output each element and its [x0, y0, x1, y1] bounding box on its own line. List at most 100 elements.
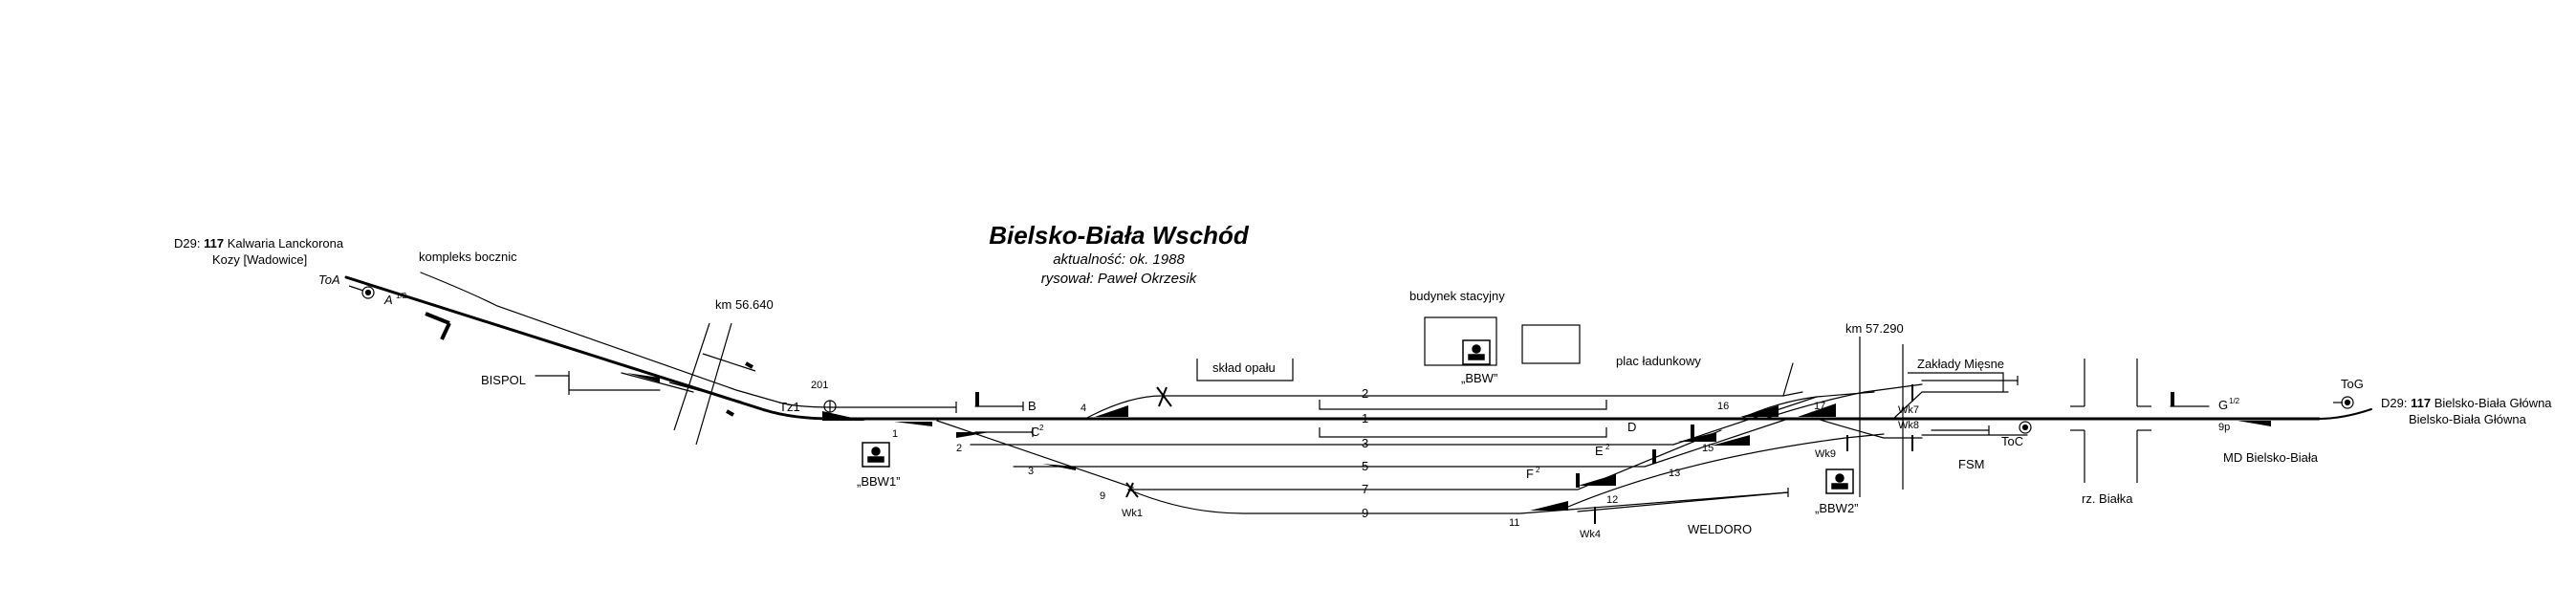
track-4-stop [1156, 386, 1172, 407]
signal-posts [425, 312, 2174, 488]
switch-mark-1 [894, 422, 932, 426]
km-left-road-4 [668, 381, 742, 403]
a-label: A [383, 293, 393, 307]
structures [668, 316, 2151, 497]
track-7-label: 7 [1362, 482, 1368, 496]
plac-label: plac ładunkowy [1616, 354, 1701, 368]
target-symbols [348, 285, 2354, 434]
switch-mark-11 [1530, 501, 1568, 511]
line-left-dest2: Kozy [Wadowice] [212, 252, 307, 267]
switch-2: 2 [956, 443, 962, 454]
switch-9: 9 [1100, 490, 1105, 502]
main-line-left [344, 275, 767, 412]
track-2-label: 2 [1362, 386, 1368, 401]
switch-201: 201 [811, 380, 828, 391]
signal-f-sup: 2 [1536, 466, 1540, 474]
diag-down [936, 420, 1134, 489]
zaklady-bracket [1908, 372, 2004, 392]
tz1-label: Tz1 [779, 400, 800, 414]
switch-mark-17 [1798, 403, 1836, 417]
wk9-label: Wk9 [1815, 448, 1836, 460]
switch-mark-13 [1678, 432, 1716, 442]
toc-label: ToC [2001, 434, 2023, 448]
track-9-label: 9 [1362, 506, 1368, 520]
switch-mark-12 [1578, 474, 1616, 486]
switch-mark-15 [1712, 435, 1750, 446]
wk7-label: Wk7 [1898, 404, 1919, 416]
text-labels: D29: 117 Kalwaria Lanckorona Kozy [Wadow… [174, 236, 2552, 540]
track-4-stop-2 [1158, 386, 1168, 407]
signal-b-label: B [1028, 399, 1037, 413]
kompleks-label: kompleks bocznic [419, 250, 517, 264]
switch-13: 13 [1669, 468, 1680, 479]
signal-g-sup: 1/2 [2229, 397, 2240, 405]
conn-16 [1672, 396, 1818, 446]
warehouse-building [1521, 324, 1581, 364]
track-2-end [1782, 362, 1794, 397]
bbw2-label: „BBW2” [1815, 501, 1859, 515]
a-sup: 1/2 [396, 292, 407, 300]
switch-3: 3 [1028, 466, 1034, 477]
bbw-label: „BBW” [1461, 371, 1497, 385]
switch-mark-4 [1095, 405, 1128, 417]
tog-label: ToG [2341, 377, 2364, 391]
track-5-label: 5 [1362, 459, 1368, 473]
buffer-stops [568, 371, 2019, 497]
km-left-road-1 [673, 322, 710, 431]
switch-4: 4 [1081, 403, 1086, 414]
switch-mark-9p [2238, 421, 2271, 426]
switch-marks [626, 373, 2271, 511]
bispol-siding-2 [621, 372, 694, 393]
signal-a-post [425, 312, 450, 325]
title-block: Bielsko-Biała Wschód aktualność: ok. 198… [937, 220, 1300, 289]
km-left-label: km 56.640 [715, 297, 774, 312]
sklad-label: skład opału [1212, 360, 1276, 375]
track-2-bracket [1319, 400, 1607, 410]
bbw1-box-icon [862, 442, 890, 468]
station-title: Bielsko-Biała Wschód [989, 221, 1249, 250]
track-9 [1127, 489, 1521, 514]
switch-17: 17 [1814, 401, 1825, 412]
main-tracks [344, 272, 2372, 514]
track-1-bracket [1319, 427, 1607, 438]
track-3-label: 3 [1362, 436, 1368, 450]
bispol-label: BISPOL [481, 373, 526, 387]
switch-12: 12 [1606, 494, 1618, 506]
weldoro-siding [1577, 491, 1789, 512]
signal-c-label: C [1031, 425, 1039, 439]
signal-km-left [745, 361, 753, 369]
wk1-mark [1125, 482, 1139, 498]
main-line-right [2318, 408, 2372, 420]
kompleks-siding [420, 272, 957, 408]
signal-g-label: G [2218, 398, 2228, 412]
switch-mark-3 [1042, 464, 1076, 470]
switch-mark-a [626, 373, 660, 382]
signal-a-mast [440, 322, 451, 340]
wk1-mark-2 [1125, 482, 1134, 498]
signal-km-left-2 [726, 409, 734, 417]
wk4-label: Wk4 [1580, 529, 1601, 540]
signal-d-label: D [1627, 420, 1636, 434]
switch-1: 1 [892, 428, 898, 440]
line-right-code: D29: 117 Bielsko-Biała Główna [2381, 396, 2552, 410]
conn-12 [1567, 433, 1885, 508]
toc-target-icon [2019, 421, 2032, 434]
switch-mark-201 [822, 411, 865, 421]
switch-mark-16 [1740, 405, 1779, 417]
update-date: aktualność: ok. 1988 [1053, 251, 1185, 268]
fsm-label: FSM [1958, 457, 1984, 471]
bbw-box-icon [1462, 339, 1491, 365]
conn-15 [1644, 418, 1789, 468]
author-credit: rysował: Paweł Okrzesik [1040, 271, 1197, 287]
switch-11: 11 [1509, 517, 1519, 529]
budynek-label: budynek stacyjny [1409, 289, 1505, 303]
switch-9p: 9p [2218, 422, 2230, 433]
track-1-label: 1 [1362, 411, 1368, 425]
bbw1-label: „BBW1” [857, 474, 901, 489]
bbw2-box-icon [1825, 468, 1854, 494]
zaklady-label: Zakłady Mięsne [1917, 357, 2004, 371]
track-2-branch [1084, 391, 1803, 420]
rzeka-label: rz. Białka [2082, 491, 2133, 506]
weldoro-label: WELDORO [1688, 522, 1752, 536]
